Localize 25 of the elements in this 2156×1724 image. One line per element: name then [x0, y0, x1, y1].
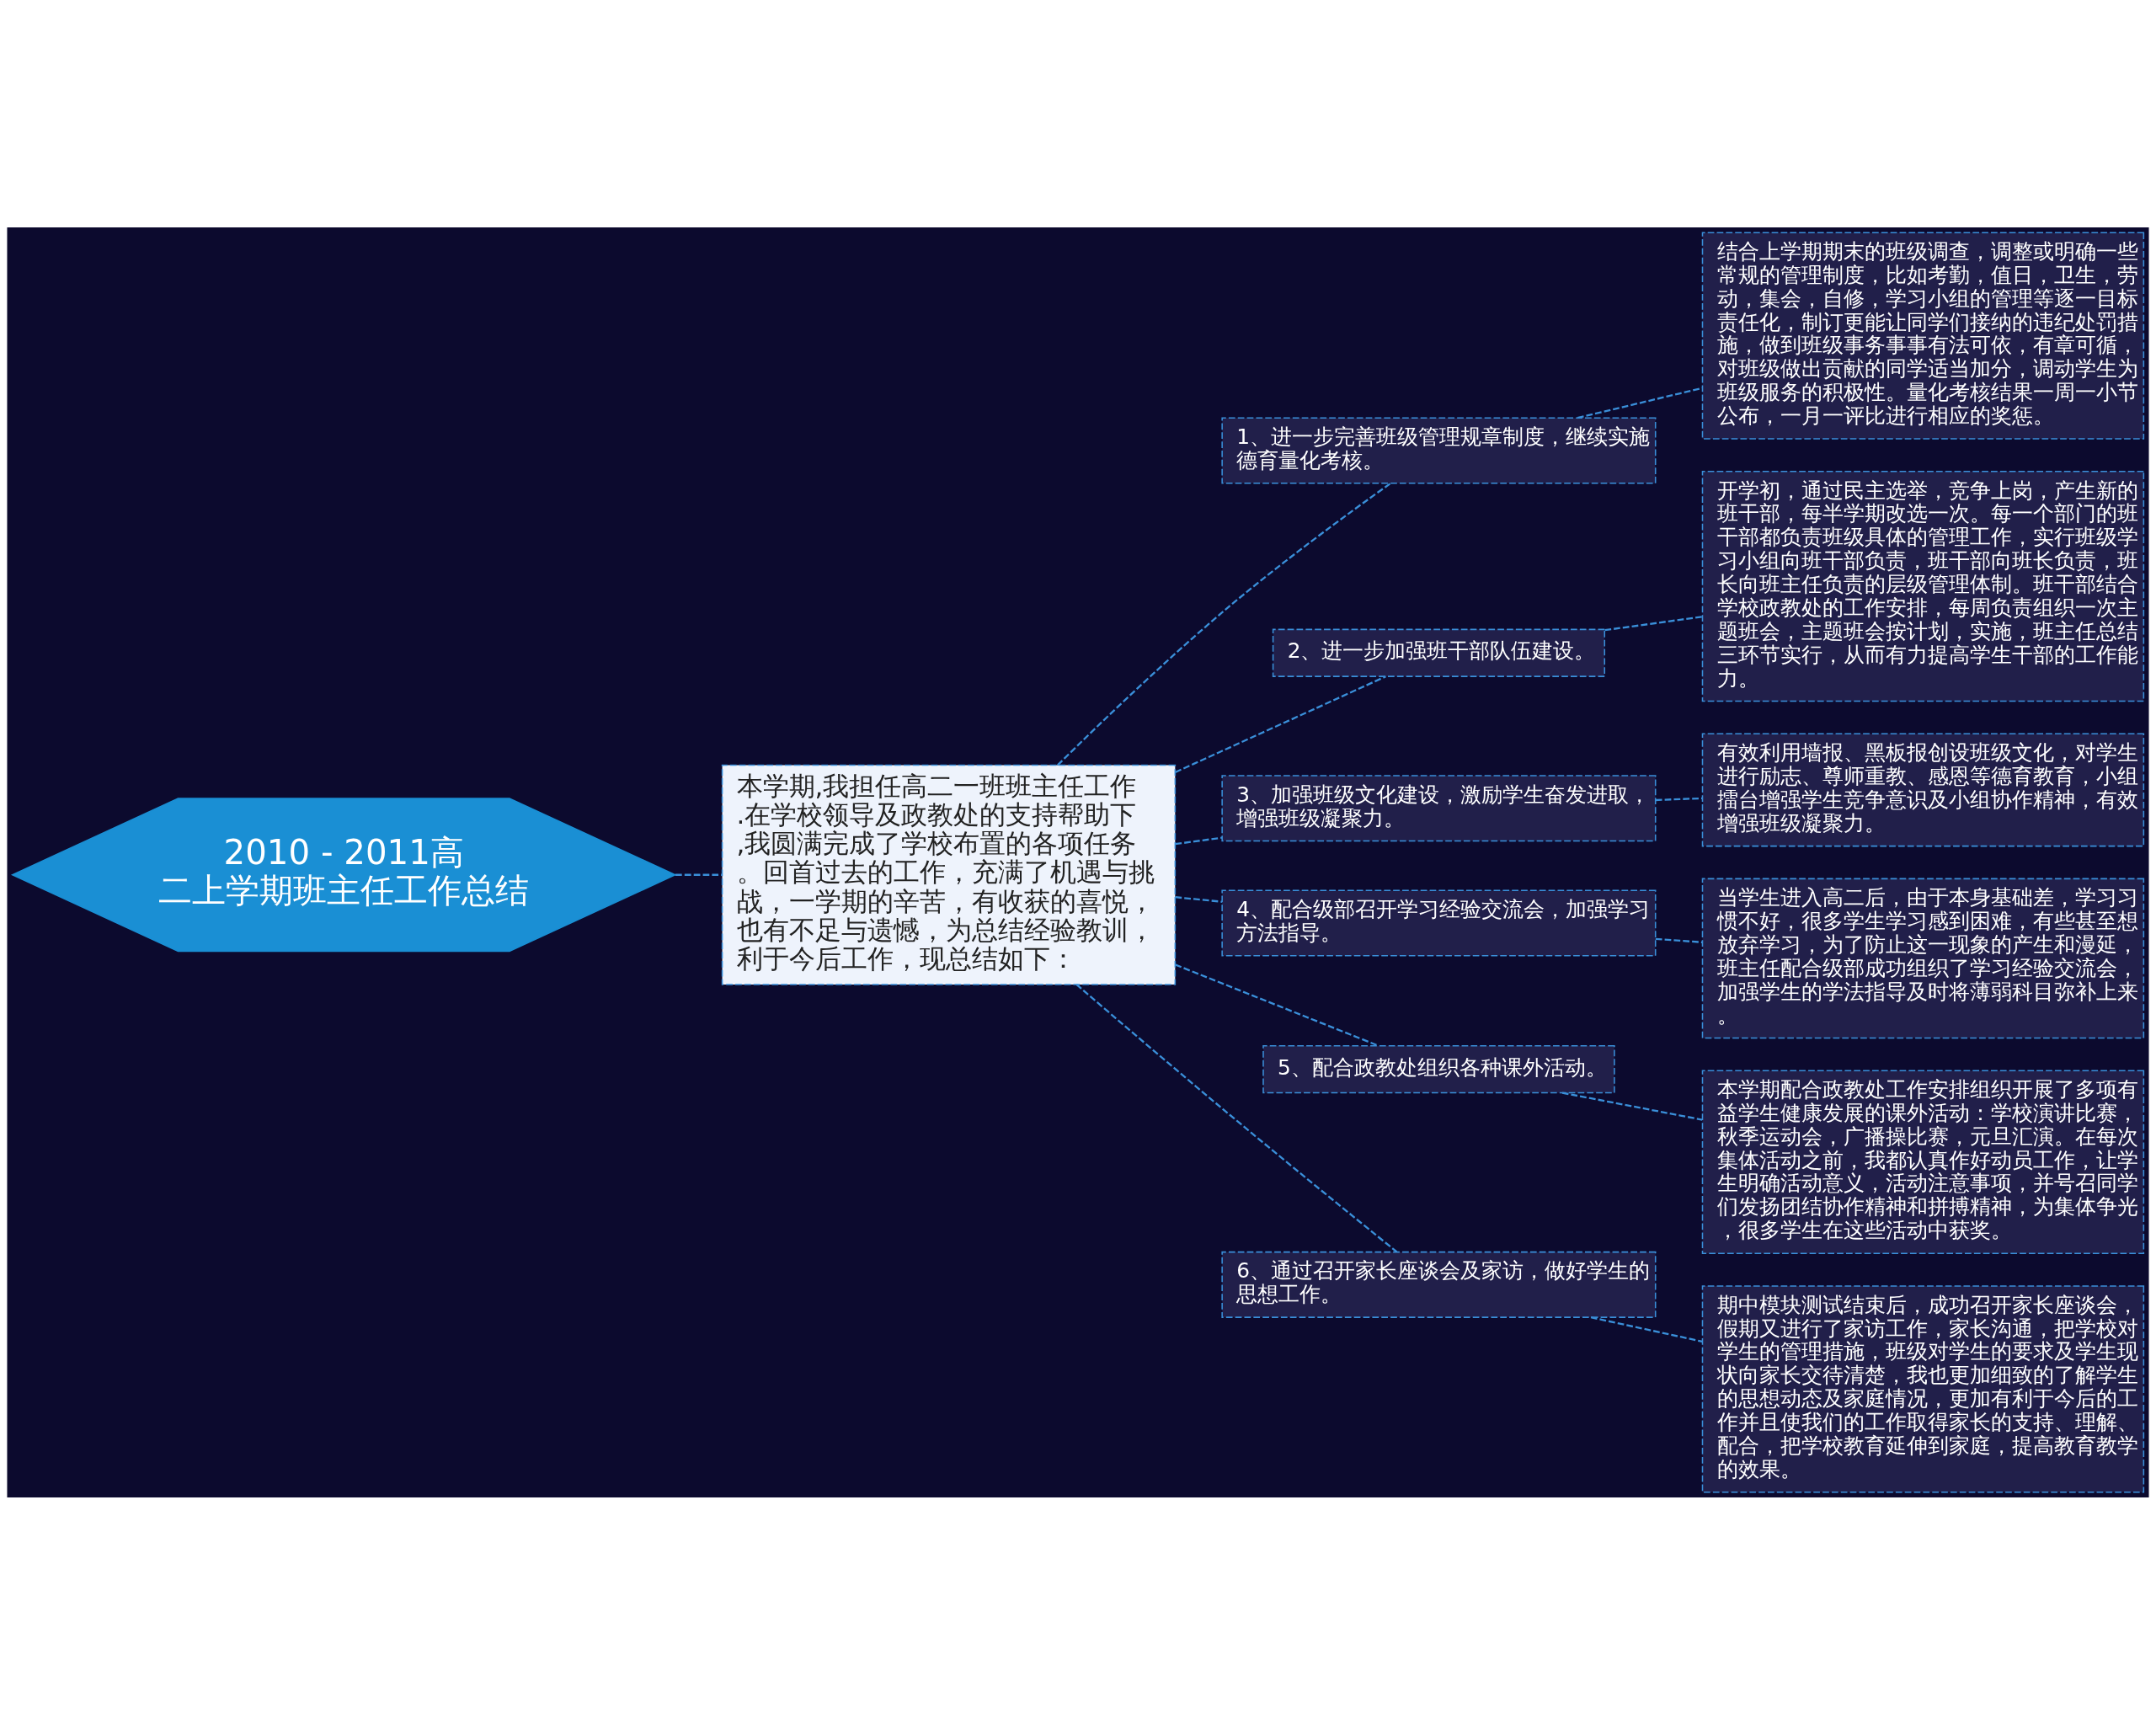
node-box: 当学生进入高二后，由于本身基础差，学习习惯不好，很多学生学习感到困难，有些甚至想放弃学习，为了防止这一现象的产生和漫延，班主任配合级部成功组织了学习经验交流会，加强学生的学法指导及时将薄弱科目弥补上来。 — [1701, 878, 2145, 1038]
connector — [1057, 482, 1391, 766]
connector — [1590, 1316, 1703, 1342]
node-box: 本学期配合政教处工作安排组织开展了多项有益学生健康发展的课外活动：学校演讲比赛，秋季运动会，广播操比赛，元旦汇演。在每次集体活动之前，我都认真作好动员工作，让学生明确活动意义，活动注意事项，并号召同学们发扬团结协作精神和拼搏精神，为集体争光，很多学生在这些活动中获奖。 — [1701, 1069, 2145, 1254]
connector — [1655, 937, 1703, 943]
connector — [1175, 895, 1223, 903]
connector — [675, 873, 723, 876]
connector — [1604, 615, 1703, 631]
connector — [1175, 835, 1223, 845]
connector — [1174, 675, 1386, 773]
node-box: 6、通过召开家长座谈会及家访，做好学生的思想工作。 — [1221, 1251, 1657, 1318]
node-box: 5、配合政教处组织各种课外活动。 — [1262, 1044, 1615, 1093]
node-box: 1、进一步完善班级管理规章制度，继续实施德育量化考核。 — [1221, 417, 1657, 484]
node-box: 本学期,我担任高二一班班主任工作.在学校领导及政教处的支持帮助下,我圆满完成了学校布置的各项任务。回首过去的工作，充满了机遇与挑战，一学期的辛苦，有收获的喜悦，也有不足与遗憾，为总结经验教训，利于今后工作，现总结如下： — [721, 764, 1177, 985]
connector — [1561, 1091, 1703, 1121]
connector — [1655, 797, 1703, 801]
node-box: 2、进一步加强班干部队伍建设。 — [1272, 628, 1606, 677]
connector — [1075, 983, 1398, 1252]
connector — [1175, 963, 1380, 1047]
node-box: 期中模块测试结束后，成功召开家长座谈会，假期又进行了家访工作，家长沟通，把学校对学生的管理措施，班级对学生的要求及学生现状向家长交待清楚，我也更加细致的了解学生的思想动态及家庭情况，更加有利于今后的工作并且使我们的工作取得家长的支持、理解、配合，把学校教育延伸到家庭，提高教育教学的效果。 — [1701, 1284, 2145, 1493]
node-box: 3、加强班级文化建设，激励学生奋发进取，增强班级凝聚力。 — [1221, 774, 1657, 841]
node-box: 4、配合级部召开学习经验交流会，加强学习方法指导。 — [1221, 889, 1657, 957]
node-box: 开学初，通过民主选举，竞争上岗，产生新的班干部，每半学期改选一次。每一个部门的班干部都负责班级具体的管理工作，实行班级学习小组向班干部负责，班干部向班长负责，班长向班主任负责的层级管理体制。班干部结合学校政教处的工作安排，每周负责组织一次主题班会，主题班会按计划，实施，班主任总结三环节实行，从而有力提高学生干部的工作能力。 — [1701, 470, 2145, 702]
node-box: 结合上学期期末的班级调查，调整或明确一些常规的管理制度，比如考勤，值日，卫生，劳动，集会，自修，学习小组的管理等逐一目标责任化，制订更能让同学们接纳的违纪处罚措施，做到班级事务事事有法可依，有章可循，对班级做出贡献的同学适当加分，调动学生为班级服务的积极性。量化考核结果一周一小节公布，一月一评比进行相应的奖惩。 — [1701, 231, 2145, 440]
node-box: 有效利用墙报、黑板报创设班级文化，对学生进行励志、尊师重教、感恩等德育教育，小组擂台增强学生竞争意识及小组协作精神，有效增强班级凝聚力。 — [1701, 733, 2145, 846]
